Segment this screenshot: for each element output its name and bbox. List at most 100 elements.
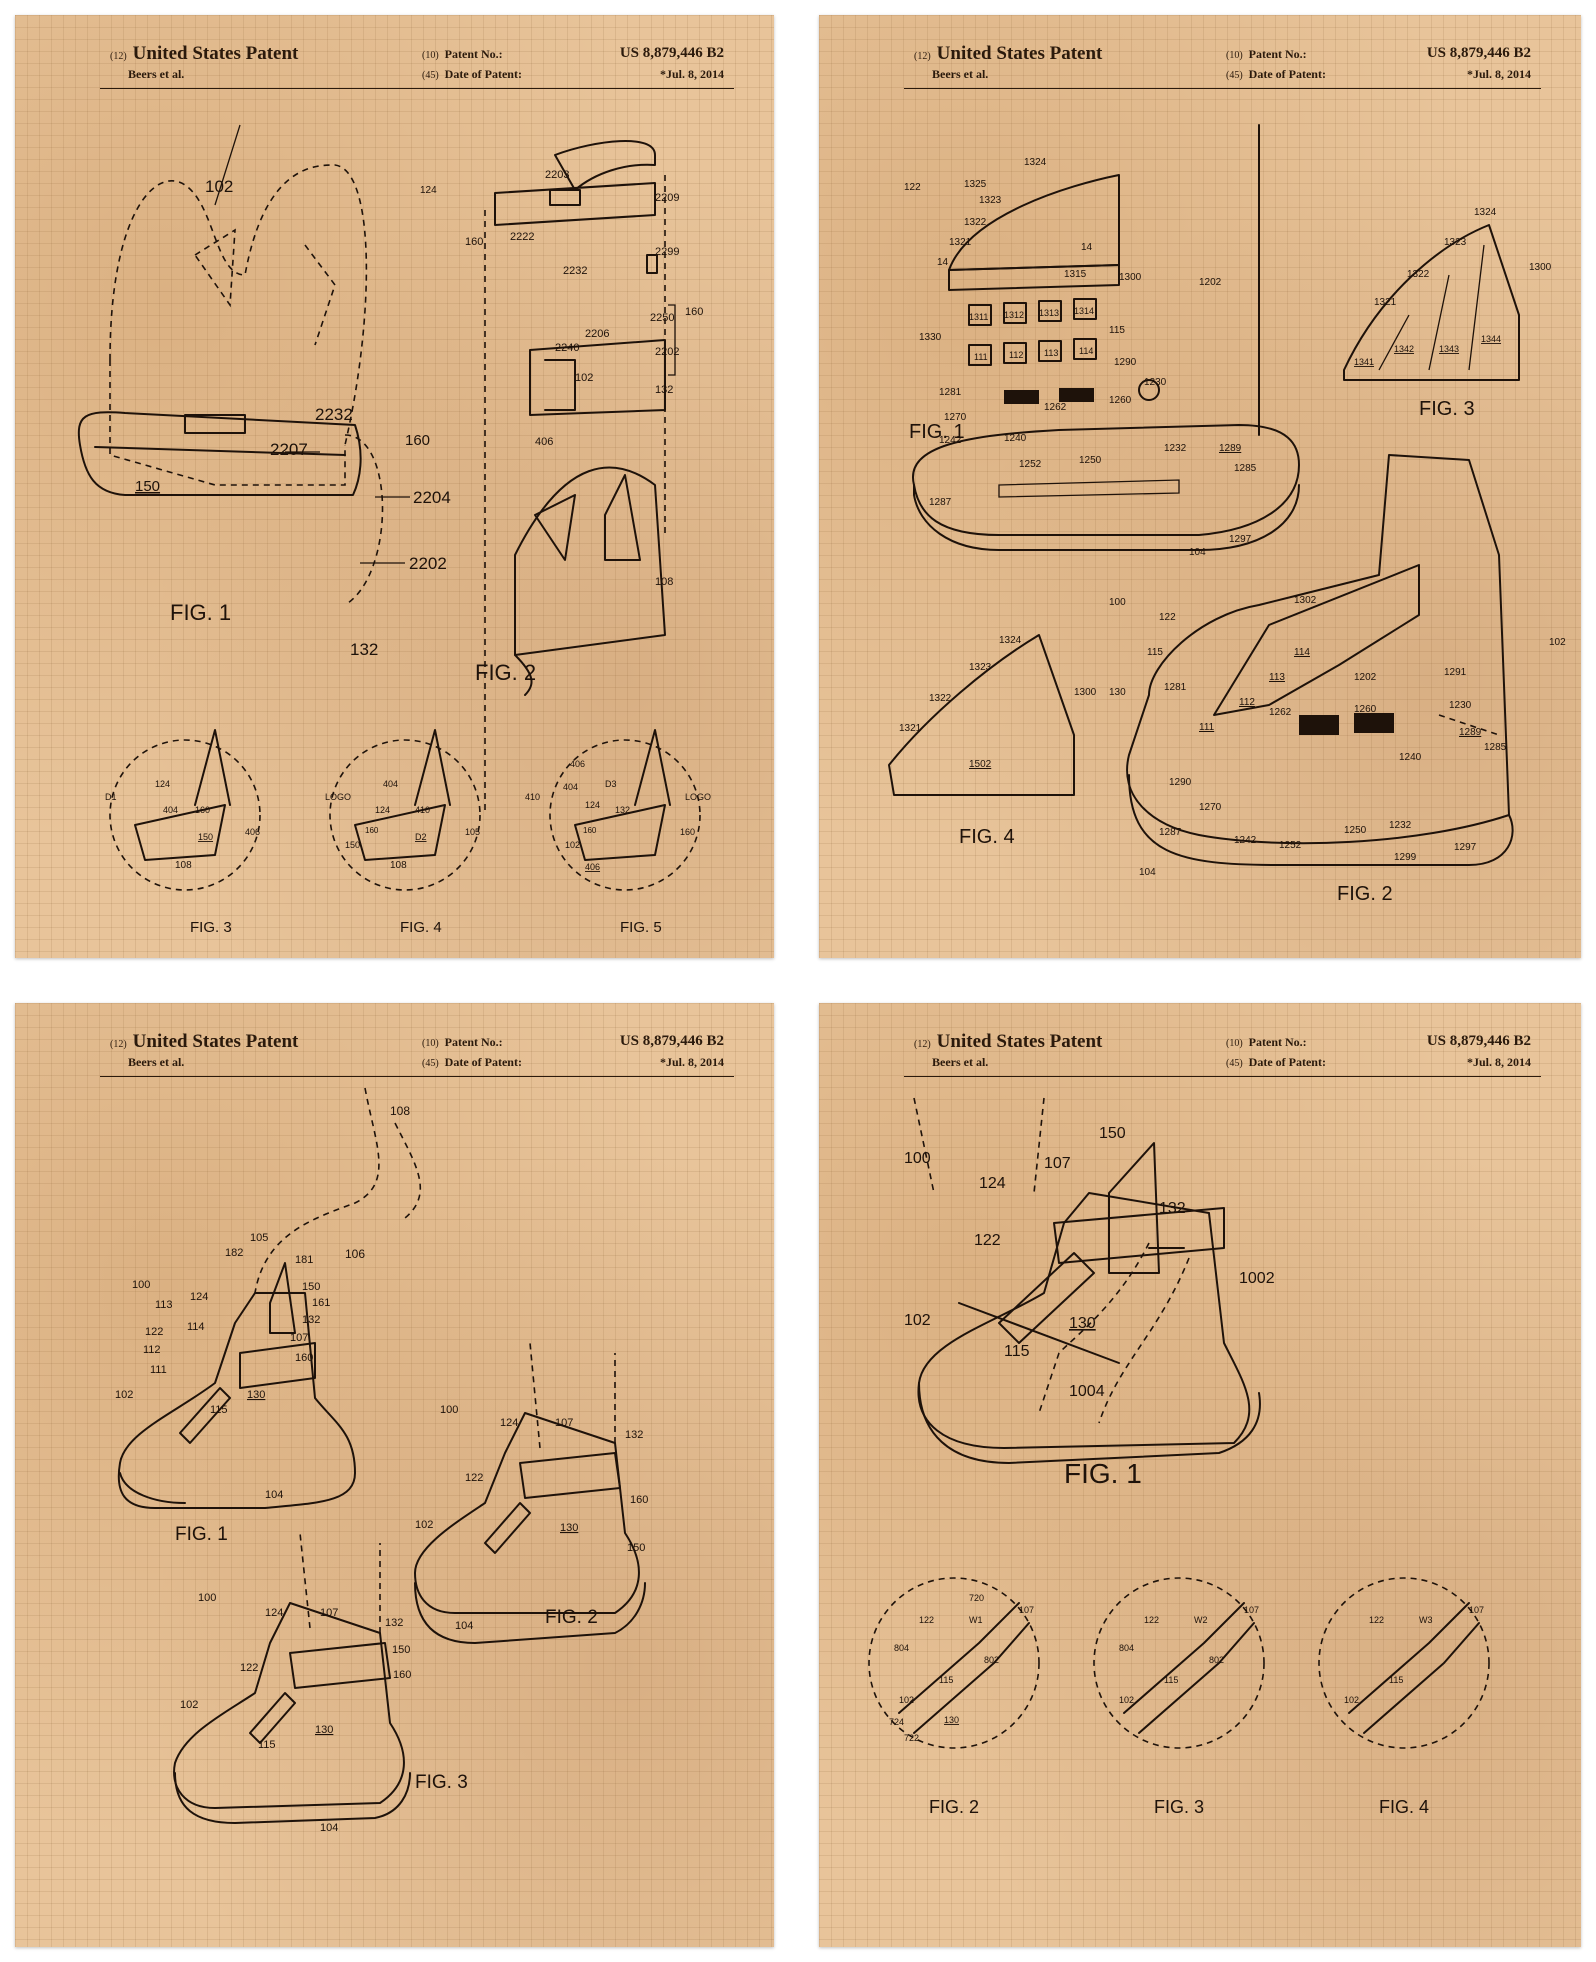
ref-label: 1323 [979, 195, 1002, 206]
ref-label: 100 [440, 1404, 458, 1416]
ref-label: 102 [1119, 1695, 1134, 1705]
ref-label: 1202 [1199, 277, 1222, 288]
ref-label: 406 [585, 862, 600, 872]
ref-label: 115 [258, 1739, 276, 1751]
ref-label: 114 [1079, 346, 1093, 356]
patent-drawing: 108 106 182 105 181 100 113 124 150 161 … [115, 1087, 648, 1834]
patent-date: *Jul. 8, 2014 [659, 67, 724, 81]
inventors: Beers et al. [128, 67, 185, 81]
ref-label: 2240 [555, 342, 579, 354]
ref-label: 1343 [1439, 344, 1459, 354]
ref-label: 2232 [315, 405, 353, 424]
ref-label: 113 [1269, 672, 1285, 683]
ref-label: 113 [155, 1299, 173, 1311]
ref-label: 1285 [1234, 463, 1257, 474]
ref-label: LOGO [325, 792, 351, 802]
ref-label: 1322 [1407, 269, 1430, 280]
patent-sheet-1: (12)United States Patent Beers et al. (1… [15, 15, 774, 958]
ref-label: 1300 [1529, 262, 1552, 273]
ref-label: 104 [265, 1489, 283, 1501]
ref-label: 1287 [929, 497, 952, 508]
ref-label: 1312 [1004, 310, 1024, 320]
ref-label: 160 [583, 826, 597, 835]
shoe-drawing-large [913, 1097, 1261, 1464]
date-label: Date of Patent: [1248, 1055, 1326, 1069]
ref-label: 104 [455, 1620, 473, 1632]
inventors: Beers et al. [932, 67, 989, 81]
patent-number: US 8,879,446 B2 [619, 45, 724, 61]
ref-label: 1232 [1164, 443, 1187, 454]
strap-section-drawing-2 [888, 634, 1075, 796]
patent-title: United States Patent [132, 43, 299, 64]
strap-drawing [77, 124, 410, 606]
ref-label: 1290 [1114, 357, 1137, 368]
ref-label: 124 [500, 1417, 518, 1429]
ref-label: 2207 [270, 440, 308, 459]
ref-label: 115 [1147, 647, 1163, 658]
ref-label: 150 [392, 1644, 410, 1656]
patent-title: United States Patent [132, 1031, 299, 1052]
ref-label: 1250 [1079, 455, 1102, 466]
ref-label: 1324 [1474, 207, 1497, 218]
ref-label: 130 [1069, 1315, 1096, 1332]
ref-label: 104 [1189, 547, 1206, 558]
code-title: (12) [914, 1039, 931, 1050]
ref-label: 122 [240, 1662, 258, 1674]
ref-label: 150 [1099, 1125, 1126, 1142]
ref-label: 1321 [899, 723, 922, 734]
inventors: Beers et al. [932, 1055, 989, 1069]
ref-label: 160 [685, 306, 703, 318]
ref-label: 130 [1109, 687, 1126, 698]
ref-label: D1 [105, 792, 117, 802]
ref-label: 160 [393, 1669, 411, 1681]
code-number: (10) [1226, 50, 1243, 61]
ref-label: 1287 [1159, 827, 1182, 838]
shoe-drawing-3 [173, 1532, 411, 1824]
figure-label: FIG. 3 [1154, 1797, 1204, 1817]
ref-label: 150 [198, 832, 213, 842]
ref-label: 132 [302, 1314, 320, 1326]
ref-label: 1344 [1481, 334, 1501, 344]
ref-label: 406 [570, 759, 585, 769]
patent-drawing: 102 150 160 2207 2232 2204 2202 132 FIG.… [77, 124, 711, 936]
figure-label: FIG. 2 [1337, 883, 1393, 905]
ref-label: W1 [969, 1615, 983, 1625]
ref-label: 160 [680, 827, 695, 837]
ref-label: 1240 [1399, 752, 1422, 763]
ref-label: 722 [904, 1733, 919, 1743]
ref-label: 102 [565, 840, 580, 850]
ref-label: 1004 [1069, 1383, 1105, 1400]
ref-label: 102 [575, 372, 593, 384]
figure-label: FIG. 1 [909, 421, 965, 443]
ref-label: 1002 [1239, 1270, 1275, 1287]
shoe-drawing [1126, 454, 1514, 866]
ref-label: 122 [974, 1232, 1001, 1249]
ref-label: 1321 [1374, 297, 1397, 308]
ref-label: 150 [135, 478, 160, 495]
ref-label: 114 [1294, 647, 1310, 658]
patent-date: *Jul. 8, 2014 [1466, 1055, 1531, 1069]
ref-label: 182 [225, 1247, 243, 1259]
number-label: Patent No.: [1248, 47, 1307, 61]
code-date: (45) [422, 70, 439, 81]
ref-label: 108 [175, 860, 192, 871]
code-date: (45) [422, 1058, 439, 1069]
ref-label: 1342 [1394, 344, 1414, 354]
patent-sheet-2: (12)United States Patent Beers et al. (1… [819, 15, 1581, 958]
ref-label: 150 [302, 1281, 320, 1293]
number-label: Patent No.: [444, 47, 503, 61]
ref-label: 106 [345, 1247, 365, 1261]
ref-label: 1262 [1269, 707, 1292, 718]
ref-label: 804 [1119, 1643, 1134, 1653]
ref-label: 122 [1159, 612, 1176, 623]
ref-label: 108 [655, 576, 673, 588]
ref-label: 804 [894, 1643, 909, 1653]
ref-label: 2204 [413, 488, 451, 507]
ref-label: 107 [1019, 1605, 1034, 1615]
patent-drawing: 150 100 124 107 132 122 1002 102 130 115… [868, 1097, 1490, 1817]
ref-label: 1242 [939, 435, 962, 446]
figure-label: FIG. 3 [190, 919, 232, 936]
ref-label: 1297 [1229, 534, 1252, 545]
ref-label: 1302 [1294, 595, 1317, 606]
ref-label: 105 [250, 1232, 268, 1244]
